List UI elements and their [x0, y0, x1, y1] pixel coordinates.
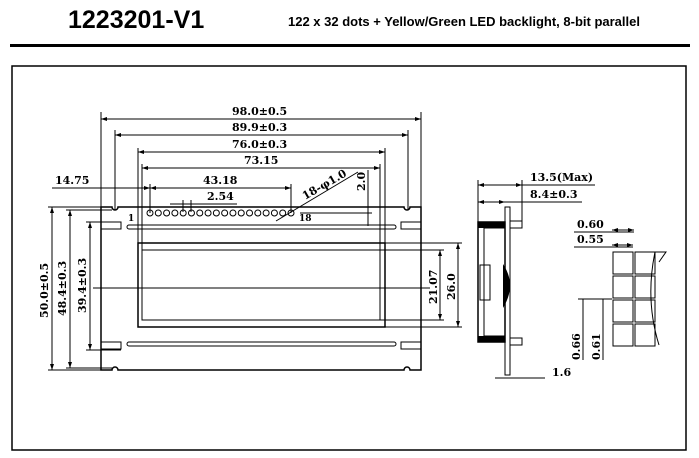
front-view: [93, 206, 430, 371]
part-description: 122 x 32 dots + Yellow/Green LED backlig…: [288, 14, 640, 29]
pin-hole: [171, 209, 179, 217]
pixel-dot: [634, 323, 656, 347]
viewing-area: [141, 249, 381, 321]
dim-width-outer: 98.0±0.5: [232, 105, 287, 118]
pin-hole: [212, 209, 220, 217]
bottom-slot: [126, 341, 397, 347]
pin-hole: [204, 209, 212, 217]
dim-pcb-thickness: 1.6: [552, 366, 571, 379]
pixel-dot: [612, 251, 634, 275]
pixel-dot: [634, 275, 656, 299]
pin-hole: [196, 209, 204, 217]
dim-pitch-x: 0.60: [577, 218, 604, 231]
dim-height-bezel: 26.0: [445, 273, 458, 300]
pixel-dot: [612, 323, 634, 347]
dim-height-holes: 48.4±0.3: [56, 261, 69, 316]
pin-hole: [254, 209, 262, 217]
pin-hole: [163, 209, 171, 217]
pin-hole: [221, 209, 229, 217]
pin-18-label: 18: [299, 214, 312, 224]
dim-height-inner: 39.4±0.3: [76, 258, 89, 313]
dim-width-bezel: 76.0±0.3: [232, 138, 287, 151]
dim-pin-edge: 2.0: [355, 172, 368, 191]
dim-height-viewing: 21.07: [427, 270, 440, 304]
header-divider: [10, 44, 690, 47]
side-view: 13.5(Max) 8.4±0.3 1.6: [477, 171, 595, 379]
pixel-dot: [634, 299, 656, 323]
top-slot: [126, 224, 397, 230]
bezel: [137, 242, 386, 328]
dim-dot-y: 0.61: [590, 333, 603, 360]
dim-pin-span: 43.18: [203, 174, 238, 187]
vertical-dimensions: 50.0±0.5 48.4±0.3 39.4±0.3 26.0 21.07: [38, 206, 462, 371]
dim-width-viewing: 73.15: [244, 154, 278, 167]
dim-pin-holes: 18-φ1.0: [300, 167, 349, 203]
pin-hole: [237, 209, 245, 217]
pin-1-label: 1: [128, 214, 134, 224]
dim-thickness-max: 13.5(Max): [530, 171, 593, 184]
pixel-dot: [634, 251, 656, 275]
pin-hole: [154, 209, 162, 217]
pixel-detail: 0.60 0.55 0.66 0.61: [570, 218, 667, 360]
dim-pin-pitch: 2.54: [207, 190, 234, 203]
dim-width-holes: 89.9±0.3: [232, 121, 287, 134]
pin-hole: [246, 209, 254, 217]
pin-hole: [262, 209, 270, 217]
dim-height-outer: 50.0±0.5: [38, 263, 51, 318]
dim-pitch-y: 0.66: [570, 333, 583, 360]
part-number: 1223201-V1: [68, 6, 205, 34]
pin-row: [146, 209, 295, 217]
dim-pin-offset: 14.75: [55, 174, 89, 187]
dim-dot-x: 0.55: [577, 233, 604, 246]
drawing-frame: [11, 65, 687, 451]
dim-thickness-module: 8.4±0.3: [530, 188, 578, 201]
pixel-dot: [612, 299, 634, 323]
pin-hole: [279, 209, 287, 217]
pixel-dot: [612, 275, 634, 299]
horizontal-dimensions: 98.0±0.5 89.9±0.3 76.0±0.3 73.15 43.18 1…: [52, 105, 422, 250]
pin-hole: [229, 209, 237, 217]
pin-hole: [270, 209, 278, 217]
